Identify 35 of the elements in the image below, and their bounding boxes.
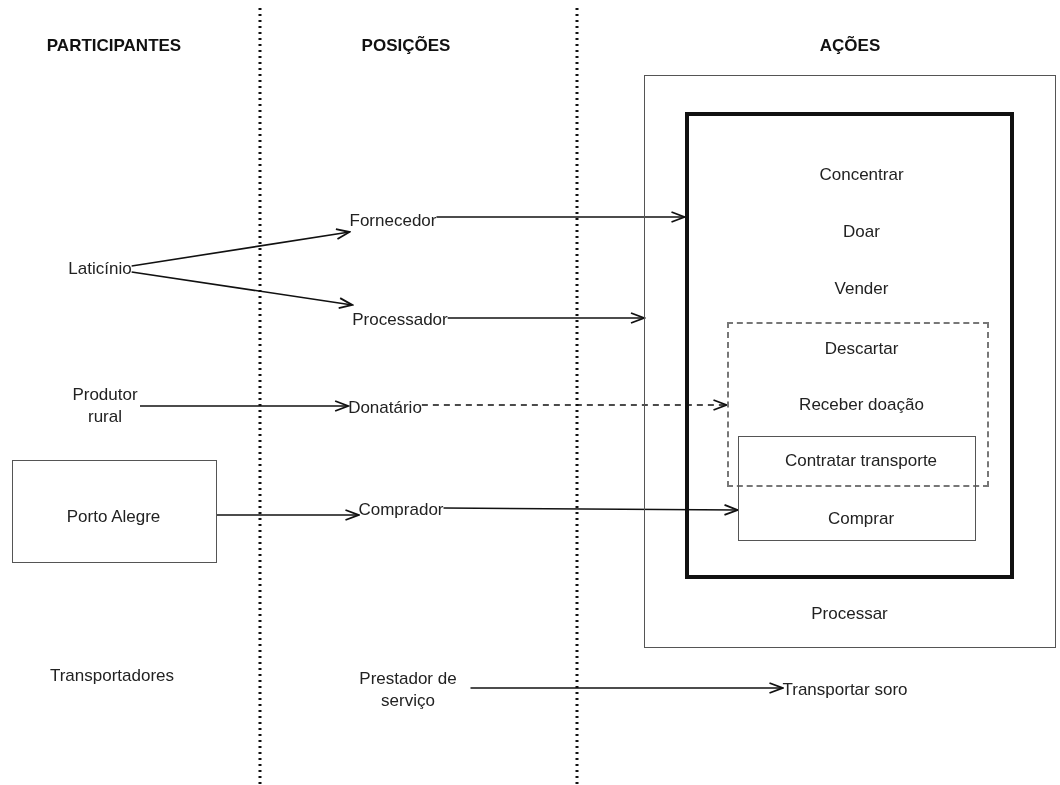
node-label: Donatário: [348, 397, 422, 419]
dashed-group-box: [726, 321, 989, 487]
column-heading: POSIÇÕES: [361, 36, 451, 56]
action-label: Processar: [811, 602, 888, 625]
action-label: Comprar: [827, 508, 895, 530]
arrow: [469, 682, 784, 694]
column-heading: PARTICIPANTES: [46, 36, 182, 56]
node-label: Produtor rural: [71, 384, 139, 428]
arrow: [442, 504, 739, 516]
node-label: Comprador: [358, 499, 444, 521]
arrow: [435, 211, 686, 223]
arrow: [130, 228, 351, 267]
action-label: Descartar: [824, 337, 899, 360]
node-label: Laticínio: [68, 258, 132, 280]
group-box: [737, 435, 976, 541]
group-box: [684, 111, 1014, 579]
arrow: [139, 400, 350, 412]
node-label: Prestador de serviço: [358, 668, 458, 712]
group-box: [644, 75, 1056, 648]
node-label: Processador: [352, 309, 448, 331]
action-label: Concentrar: [819, 163, 904, 186]
arrow: [130, 271, 354, 309]
action-label: Contratar transporte: [784, 450, 938, 472]
arrow: [421, 399, 728, 411]
action-label: Vender: [834, 277, 889, 300]
column-heading: AÇÕES: [819, 36, 881, 56]
action-label: Porto Alegre: [66, 505, 161, 528]
node-label: Transportar soro: [782, 679, 908, 701]
group-box: [12, 460, 217, 563]
node-label: Transportadores: [49, 665, 175, 687]
action-label: Receber doação: [799, 393, 924, 416]
action-label: Doar: [843, 220, 880, 243]
node-label: Fornecedor: [349, 210, 437, 232]
arrow: [216, 509, 360, 521]
arrow: [446, 312, 645, 324]
